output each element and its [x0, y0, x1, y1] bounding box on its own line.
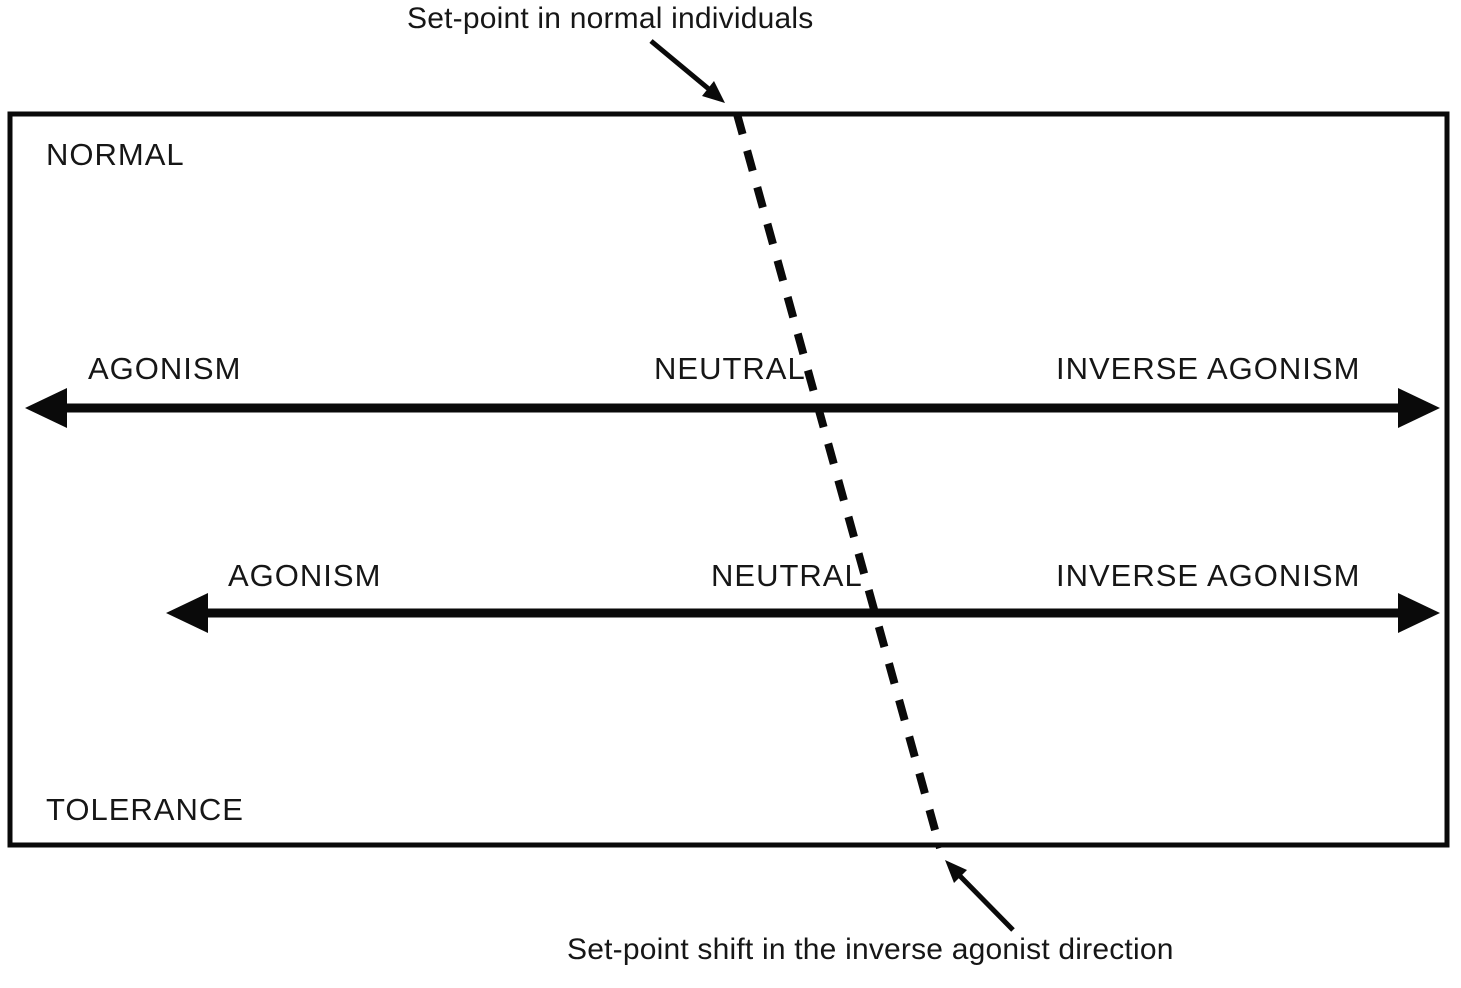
tolerance-spectrum-agonism-label: AGONISM — [228, 558, 382, 593]
tolerance-spectrum-right-arrowhead-icon — [1398, 593, 1440, 633]
bottom-annotation-arrowhead-icon — [945, 860, 967, 883]
normal-spectrum-agonism-label: AGONISM — [88, 351, 242, 386]
top-annotation-arrow-line — [649, 39, 712, 92]
normal-spectrum-left-arrowhead-icon — [25, 388, 67, 428]
normal-spectrum-inverse-agonism-label: INVERSE AGONISM — [1056, 351, 1361, 386]
tolerance-spectrum-neutral-label: NEUTRAL — [711, 558, 863, 593]
tolerance-spectrum-left-arrowhead-icon — [166, 593, 208, 633]
bottom-annotation-label: Set-point shift in the inverse agonist d… — [567, 933, 1174, 966]
setpoint-dashed-line — [733, 112, 944, 850]
bottom-annotation-arrow-line — [956, 872, 1015, 932]
normal-spectrum-neutral-label: NEUTRAL — [654, 351, 806, 386]
tolerance-spectrum-inverse-agonism-label: INVERSE AGONISM — [1056, 558, 1361, 593]
box-normal-label: NORMAL — [46, 137, 185, 172]
top-annotation-label: Set-point in normal individuals — [407, 2, 814, 35]
top-annotation-arrowhead-icon — [702, 81, 725, 103]
normal-spectrum-right-arrowhead-icon — [1398, 388, 1440, 428]
frame-box — [7, 111, 1450, 848]
box-tolerance-label: TOLERANCE — [46, 792, 244, 827]
